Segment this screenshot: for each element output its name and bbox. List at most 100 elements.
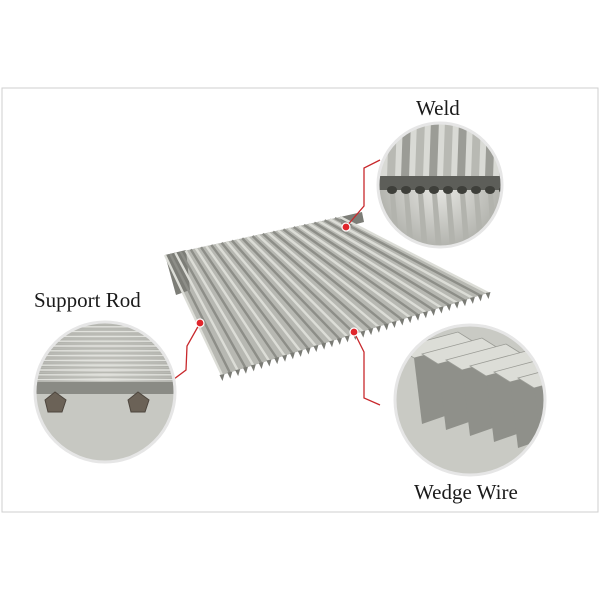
panel-wire: [210, 244, 294, 355]
panel-wire: [272, 230, 388, 326]
panel-wire-tip: [274, 357, 280, 365]
weld-wire-top: [429, 123, 439, 178]
weld-bead: [485, 186, 495, 194]
panel-wire: [308, 222, 442, 309]
panel-wire: [292, 226, 419, 316]
weld-callout-line: [345, 159, 381, 228]
wedge-wire-callout-dot: [349, 327, 359, 337]
panel-wire: [267, 231, 380, 328]
panel-wire-tip: [313, 345, 319, 353]
weld-wire-bottom: [404, 194, 414, 247]
panel-wire-tip: [407, 316, 413, 324]
panel-wire-tip: [360, 330, 366, 338]
wedge-wire-label: Wedge Wire: [414, 480, 518, 504]
panel-wire-tip: [391, 320, 397, 328]
panel-wire-tip: [422, 311, 428, 319]
weld-wire-bottom: [446, 194, 456, 247]
panel-wire: [287, 227, 411, 319]
panel-wire-tip: [297, 349, 303, 357]
panel-wire-tip: [446, 304, 452, 312]
panel-wire: [194, 247, 270, 362]
panel-wire: [179, 251, 247, 369]
wedge-wire-detail-circle: [393, 323, 547, 477]
support-rod-profile-1: [44, 391, 67, 413]
panel-wire-tip: [305, 347, 311, 355]
wedge-bar-top: [517, 361, 545, 389]
panel-wire-tip: [227, 371, 233, 379]
panel-wire: [184, 249, 255, 366]
weld-label: Weld: [416, 96, 460, 120]
panel-wire-tip: [250, 364, 256, 372]
panel-wire-tip: [462, 299, 468, 307]
panel-wire: [298, 224, 427, 314]
panel-wire: [261, 232, 372, 331]
panel-wire-tip: [477, 294, 483, 302]
panel-wire: [215, 243, 302, 352]
panel-wire-tip: [219, 374, 225, 381]
panel-wire: [236, 238, 333, 343]
panel-wire: [246, 236, 349, 338]
panel-wire: [220, 241, 309, 350]
weld-wire-bottom: [460, 194, 470, 247]
panel-wire: [189, 248, 263, 364]
panel-wire: [205, 245, 286, 357]
wedge-wire-panel: [163, 212, 491, 381]
panel-wire-tip: [415, 313, 421, 321]
panel-wire: [277, 229, 395, 323]
wedge-bar-top: [469, 349, 545, 377]
panel-wire: [256, 233, 364, 333]
panel-wire-tip: [258, 361, 264, 369]
weld-wire-top: [443, 123, 453, 178]
panel-wire-tip: [383, 323, 389, 331]
panel-wire: [163, 254, 224, 376]
weld-wire-top: [415, 123, 425, 178]
panel-wire-tip: [235, 369, 241, 377]
panel-wire: [334, 217, 481, 297]
weld-bead: [415, 186, 425, 194]
panel-wire-tip: [289, 352, 295, 360]
panel-wire: [200, 246, 278, 359]
panel-wire: [282, 228, 403, 321]
panel-wire-tip: [242, 366, 248, 374]
panel-wire-tip: [282, 354, 288, 362]
panel-wire: [251, 235, 356, 335]
weld-wire-bottom: [418, 194, 428, 247]
support-rod-left: [165, 250, 190, 295]
panel-wire: [323, 219, 466, 302]
support-rod-detail-circle: [33, 320, 177, 464]
panel-wire: [225, 240, 317, 347]
weld-bead: [387, 186, 397, 194]
panel-wire: [318, 220, 458, 304]
panel-wire-tip: [375, 325, 381, 333]
weld-bead: [401, 186, 411, 194]
panel-wire-tip: [344, 335, 350, 343]
panel-wire-tip: [469, 296, 475, 304]
panel-wire-tip: [368, 328, 374, 336]
support-rod-profile-2: [127, 391, 150, 413]
panel-wire: [329, 218, 473, 299]
panel-wire-tip: [454, 301, 460, 309]
weld-wire-bottom: [432, 194, 442, 247]
panel-wire-tip: [438, 306, 444, 314]
support-rod-callout-line: [169, 322, 201, 383]
wedge-wire-callout-line: [353, 331, 381, 406]
panel-wire: [169, 253, 231, 374]
panel-wire-tip: [399, 318, 405, 326]
panel-wire-tip: [336, 337, 342, 345]
panel-wire: [241, 237, 341, 340]
weld-bead: [457, 186, 467, 194]
support-rod-callout-dot: [195, 318, 205, 328]
weld-callout-dot: [341, 222, 351, 232]
panel-wire: [313, 221, 450, 307]
panel-wire: [339, 215, 489, 295]
weld-wire-top: [457, 123, 467, 178]
panel-wire-tip: [329, 340, 335, 348]
weld-bead: [443, 186, 453, 194]
panel-wire: [174, 252, 239, 371]
panel-wire-tip: [485, 292, 491, 299]
panel-wire: [303, 223, 434, 311]
panel-wire-tip: [321, 342, 327, 350]
panel-wire-tip: [266, 359, 272, 367]
panel-wire: [231, 239, 325, 345]
